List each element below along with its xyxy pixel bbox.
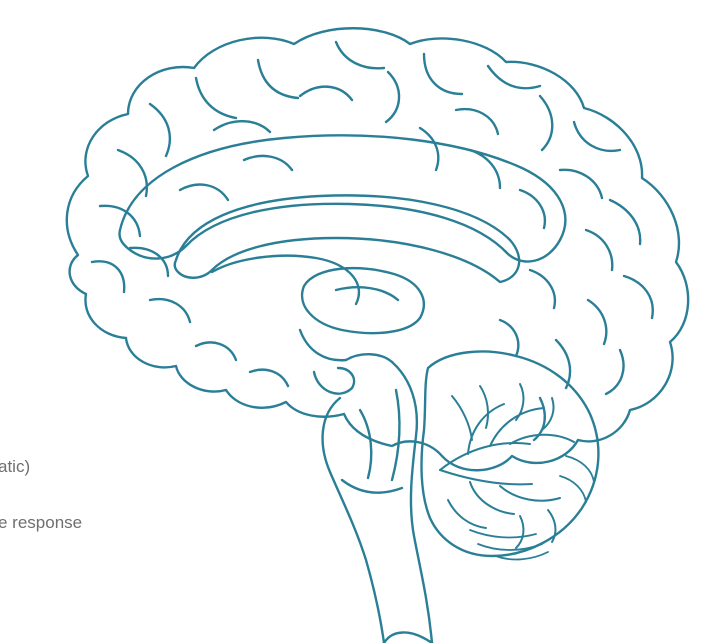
brainstem-front — [323, 398, 384, 643]
cerebellum-outline — [422, 352, 599, 556]
fornix — [212, 256, 359, 304]
function-label-autonomic: atic) — [0, 457, 30, 477]
pituitary-gland — [314, 368, 354, 394]
function-label-response: e response — [0, 513, 82, 533]
cerebrum-outline — [67, 28, 688, 470]
thalamus — [302, 268, 424, 333]
hypothalamus — [300, 330, 346, 360]
